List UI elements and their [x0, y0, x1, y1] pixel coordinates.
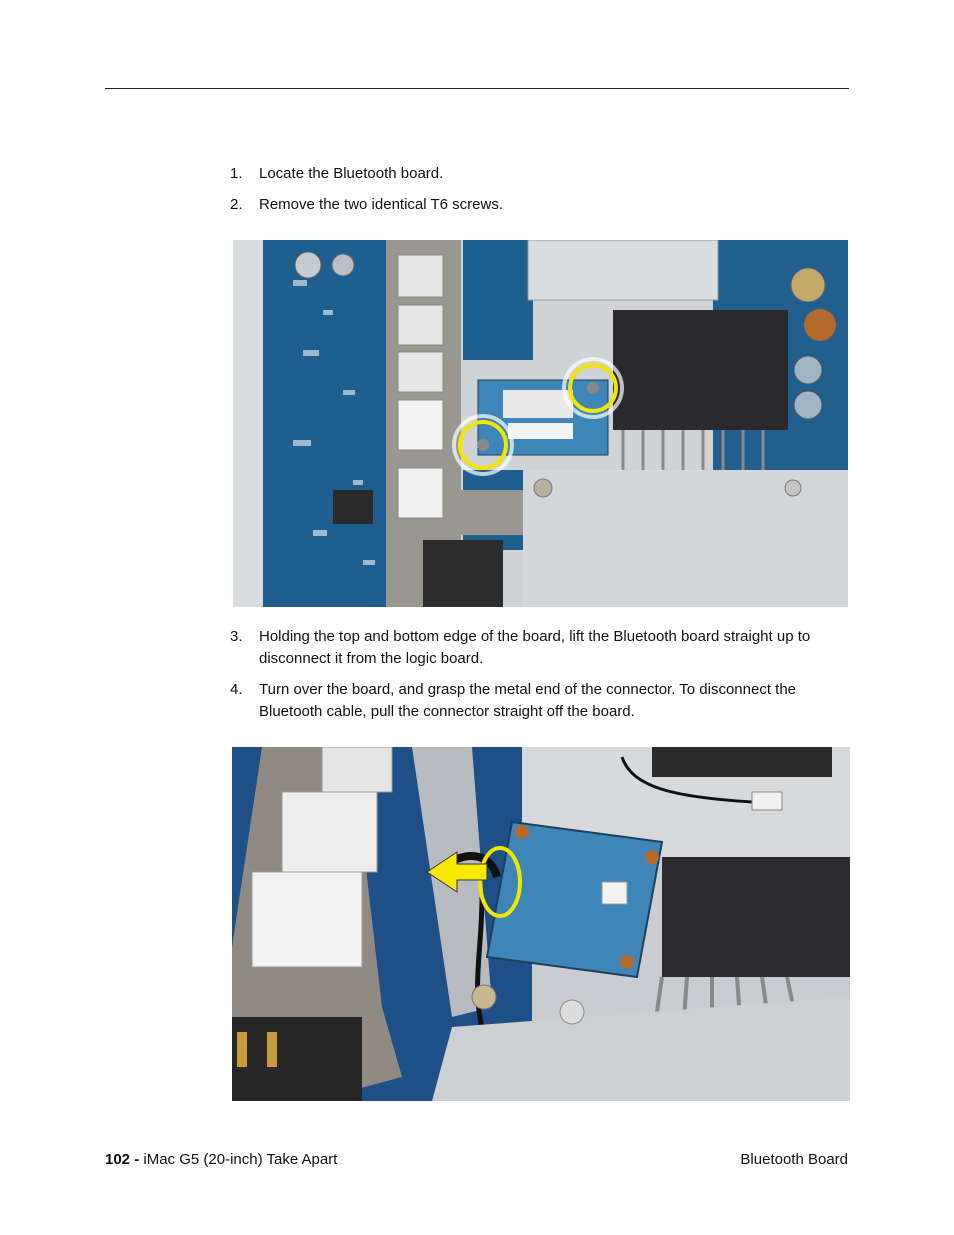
document-title: iMac G5 (20-inch) Take Apart: [143, 1151, 338, 1168]
footer-left: 102 - iMac G5 (20-inch) Take Apart: [105, 1150, 337, 1170]
header-rule: [105, 88, 849, 89]
step-text: Holding the top and bottom edge of the b…: [259, 628, 811, 667]
step-text: Locate the Bluetooth board.: [259, 165, 444, 182]
step-text: Turn over the board, and grasp the metal…: [259, 681, 797, 720]
step-text: Remove the two identical T6 screws.: [259, 196, 503, 213]
page-number: 102 -: [105, 1151, 140, 1168]
photo-bluetooth-board-screws: [233, 240, 848, 607]
photo-2-illustration: [232, 747, 850, 1101]
step-number: 2.: [230, 196, 243, 213]
section-title: Bluetooth Board: [740, 1151, 848, 1168]
step-4: 4. Turn over the board, and grasp the me…: [230, 679, 840, 723]
step-2: 2. Remove the two identical T6 screws.: [230, 194, 840, 216]
photo-1-illustration: [233, 240, 848, 607]
step-number: 4.: [230, 681, 243, 698]
step-1: 1. Locate the Bluetooth board.: [230, 163, 840, 185]
step-number: 3.: [230, 628, 243, 645]
photo-bluetooth-cable-disconnect: [232, 747, 850, 1101]
step-number: 1.: [230, 165, 243, 182]
step-3: 3. Holding the top and bottom edge of th…: [230, 626, 840, 670]
